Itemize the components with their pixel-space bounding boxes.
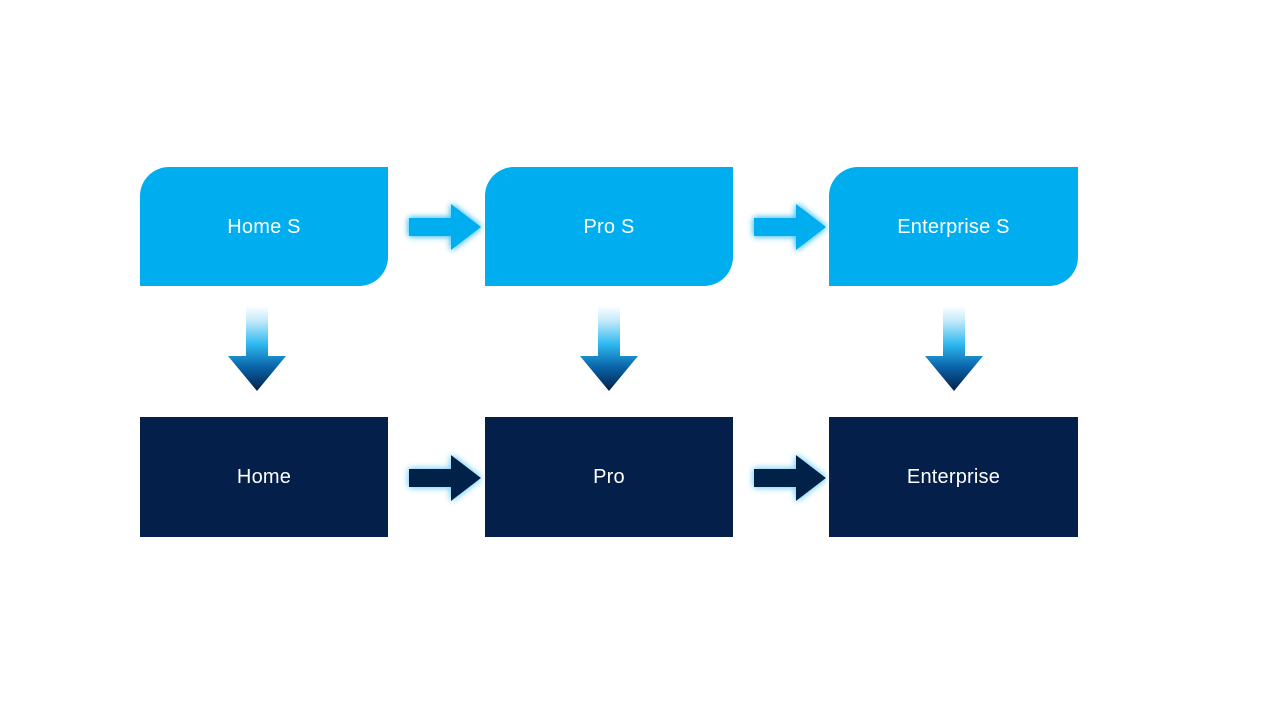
- arrow-home-to-pro: [407, 452, 483, 504]
- node-label: Pro: [593, 466, 625, 488]
- arrow-enterprise-s-to-enterprise: [923, 306, 985, 392]
- node-label: Home: [236, 466, 292, 488]
- arrow-pro-s-to-enterprise-s: [752, 201, 828, 253]
- node-label: Enterprise: [906, 466, 1001, 488]
- node-label: Home S: [227, 215, 301, 238]
- arrow-home-s-to-home: [226, 306, 288, 392]
- node-pro-s[interactable]: Pro S: [485, 167, 733, 286]
- arrow-home-s-to-pro-s: [407, 201, 483, 253]
- node-enterprise[interactable]: Enterprise: [829, 417, 1078, 537]
- arrow-pro-to-enterprise: [752, 452, 828, 504]
- node-pro[interactable]: Pro: [485, 417, 733, 537]
- node-label: Enterprise S: [897, 215, 1010, 238]
- node-home-s[interactable]: Home S: [140, 167, 388, 286]
- node-label: Pro S: [583, 215, 635, 238]
- node-enterprise-s[interactable]: Enterprise S: [829, 167, 1078, 286]
- node-home[interactable]: Home: [140, 417, 388, 537]
- arrow-pro-s-to-pro: [578, 306, 640, 392]
